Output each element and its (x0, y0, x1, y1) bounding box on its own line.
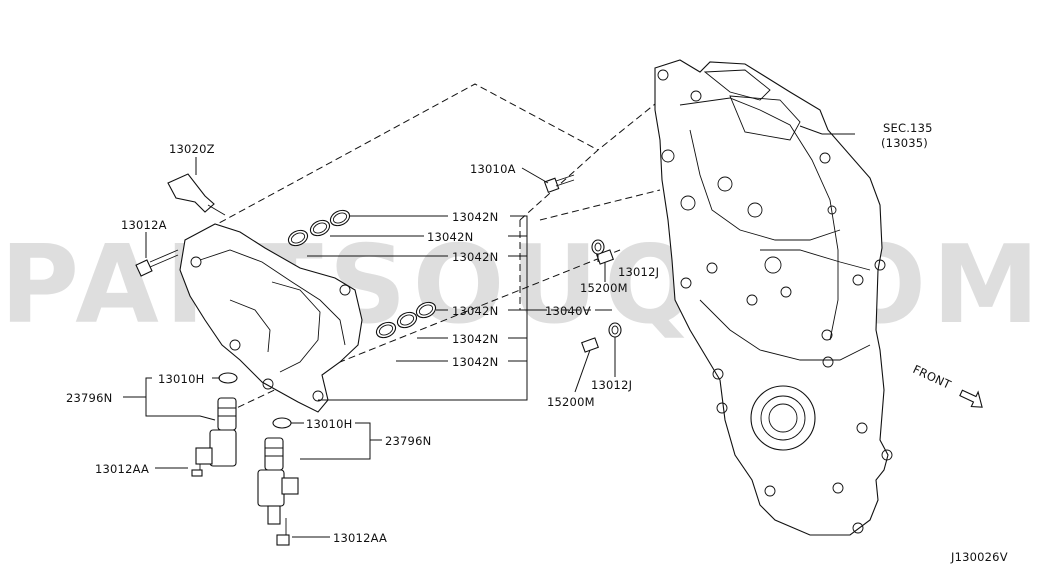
label-sec135[interactable]: SEC.135 (883, 121, 933, 135)
label-13010A[interactable]: 13010A (470, 162, 516, 176)
label-13012A[interactable]: 13012A (121, 218, 167, 232)
label-23796N-right[interactable]: 23796N (385, 434, 431, 448)
label-13020Z[interactable]: 13020Z (169, 142, 215, 156)
label-13042N-3[interactable]: 13042N (452, 250, 498, 264)
front-arrow-icon (959, 389, 983, 408)
front-label: FRONT (911, 362, 954, 392)
label-13042N-2[interactable]: 13042N (427, 230, 473, 244)
label-13010H-left[interactable]: 13010H (158, 372, 204, 386)
valve-timing-cover[interactable] (179, 223, 363, 413)
label-13040V[interactable]: 13040V (545, 304, 591, 318)
bolt-13012A[interactable] (135, 249, 179, 277)
label-13012J-upper[interactable]: 13012J (618, 265, 659, 279)
gasket-13020Z[interactable] (167, 173, 226, 216)
o-rings-lower[interactable] (374, 299, 438, 340)
plug-15200M-lower[interactable] (581, 337, 599, 353)
leader-lines (123, 125, 855, 538)
label-13012AA-left[interactable]: 13012AA (95, 462, 149, 476)
o-ring-13010H-left[interactable] (218, 372, 238, 384)
label-15200M-lower[interactable]: 15200M (547, 395, 595, 409)
watermark: PARTSOUQ.COM (0, 223, 1045, 348)
diagram-code: J130026V (950, 550, 1008, 564)
label-15200M-upper[interactable]: 15200M (580, 281, 628, 295)
part-number-labels: 13020Z 13012A 13010A SEC.135 (13035) 130… (66, 121, 1008, 564)
label-13010H-right[interactable]: 13010H (306, 417, 352, 431)
label-13042N-6[interactable]: 13042N (452, 355, 498, 369)
o-ring-13010H-right[interactable] (272, 417, 292, 429)
timing-chain-case[interactable] (654, 59, 893, 536)
label-13042N-4[interactable]: 13042N (452, 304, 498, 318)
washer-13012J-upper[interactable] (591, 239, 605, 255)
label-23796N-left[interactable]: 23796N (66, 391, 112, 405)
washer-13012J-lower[interactable] (608, 322, 622, 338)
label-13042N-1[interactable]: 13042N (452, 210, 498, 224)
label-13012AA-right[interactable]: 13012AA (333, 531, 387, 545)
solenoid-valve-left[interactable] (191, 397, 237, 477)
front-direction-indicator: FRONT (911, 362, 983, 408)
label-13042N-5[interactable]: 13042N (452, 332, 498, 346)
label-sec135-sub: (13035) (881, 136, 928, 150)
label-13012J-lower[interactable]: 13012J (591, 378, 632, 392)
bolt-13010A[interactable] (543, 174, 575, 194)
solenoid-valve-right[interactable] (257, 437, 299, 546)
o-rings-upper[interactable] (286, 207, 352, 248)
